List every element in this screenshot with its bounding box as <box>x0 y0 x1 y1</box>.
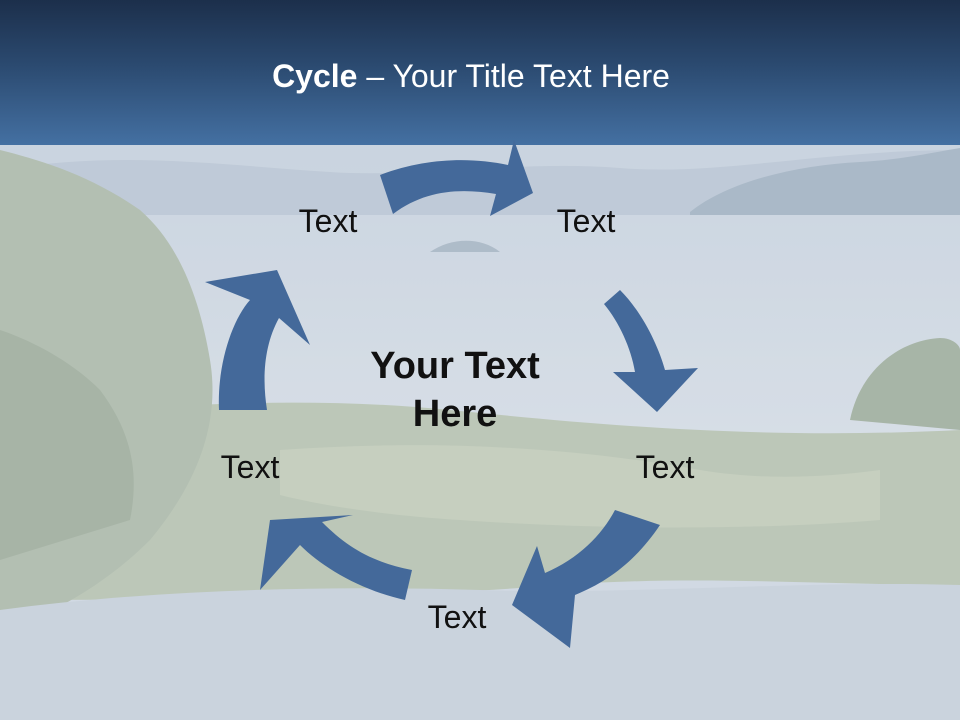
cycle-step-label-2: Text <box>556 203 616 239</box>
cycle-arrow-2 <box>604 290 698 412</box>
cycle-step-label-3: Text <box>635 449 695 485</box>
title-bold: Cycle <box>272 58 358 94</box>
slide-title: Cycle – Your Title Text Here <box>0 56 942 96</box>
cycle-step-label-4: Text <box>427 599 487 635</box>
cycle-step-label-1: Text <box>298 203 358 239</box>
cycle-step-label-5: Text <box>220 449 280 485</box>
title-header-bar <box>0 0 960 145</box>
center-text-line-2: Here <box>412 393 498 435</box>
title-rest: – Your Title Text Here <box>357 58 670 94</box>
center-text: Your Text Here <box>330 342 580 438</box>
cycle-arrow-4 <box>260 515 412 600</box>
cycle-arrow-3 <box>512 510 660 648</box>
cycle-arrow-5 <box>205 270 310 410</box>
center-text-line-1: Your Text <box>370 345 540 387</box>
cycle-arrow-1 <box>380 140 533 216</box>
